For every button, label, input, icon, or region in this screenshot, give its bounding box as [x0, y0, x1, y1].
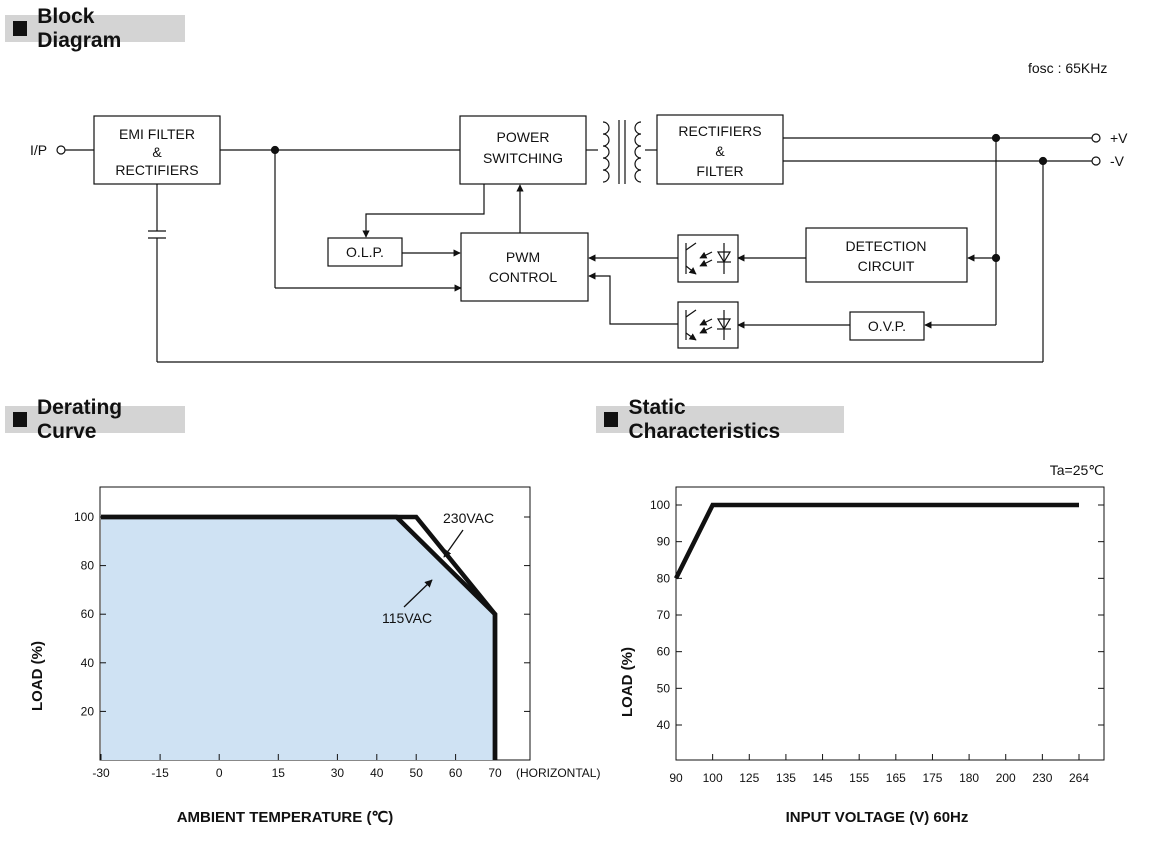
emi-line-1: EMI FILTER [119, 126, 195, 142]
power-line-1: POWER [497, 129, 550, 145]
pwm-control-box [460, 232, 589, 302]
y-tick-label: 50 [657, 681, 671, 695]
x-tick-label: -30 [92, 766, 110, 780]
block-diagram: fosc : 65KHz I/P EMI FILTER & RECTIFIERS… [30, 60, 1128, 363]
emi-line-2: & [152, 144, 162, 160]
detect-line-1: DETECTION [846, 238, 927, 254]
section-title-text: Static Characteristics [628, 395, 781, 443]
x-axis-label: AMBIENT TEMPERATURE (℃) [177, 809, 394, 826]
optocoupler-icon [677, 234, 739, 283]
static-plot-frame [675, 486, 1105, 761]
section-title-derating-curve: Derating Curve [5, 396, 185, 443]
y-tick-label: 40 [657, 718, 671, 732]
output-positive-terminal [1091, 133, 1101, 143]
fosc-label: fosc : 65KHz [1028, 60, 1107, 76]
output-positive-label: +V [1110, 130, 1128, 146]
input-terminal [56, 145, 66, 155]
x-tick-label: 264 [1069, 771, 1089, 785]
y-tick-label: 20 [81, 704, 95, 718]
x-tick-label: 200 [996, 771, 1016, 785]
ambient-note: Ta=25℃ [1050, 462, 1104, 478]
x-tick-label: 15 [272, 766, 286, 780]
y-tick-label: 100 [650, 498, 670, 512]
x-tick-label: 100 [703, 771, 723, 785]
y-tick-label: 80 [657, 571, 671, 585]
x-tick-label: 125 [739, 771, 759, 785]
ovp-label: O.V.P. [868, 318, 906, 334]
series-line-load [673, 502, 1079, 580]
pwm-line-2: CONTROL [489, 269, 558, 285]
x-tick-label: 165 [886, 771, 906, 785]
y-tick-label: 80 [81, 559, 95, 573]
transformer-icon [586, 120, 657, 184]
x-tick-label: 145 [813, 771, 833, 785]
ovp-box [849, 311, 925, 341]
y-axis-label: LOAD (%) [29, 641, 46, 711]
olp-label: O.L.P. [346, 244, 384, 260]
input-label: I/P [30, 142, 47, 158]
x-tick-label: 30 [331, 766, 345, 780]
x-tick-label: -15 [151, 766, 169, 780]
y-tick-label: 70 [657, 608, 671, 622]
x-tick-label: 90 [669, 771, 683, 785]
x-tick-label: 40 [370, 766, 384, 780]
x-tick-label: 155 [849, 771, 869, 785]
x-axis-label: INPUT VOLTAGE (V) 60Hz [786, 809, 969, 826]
annotation-230vac: 230VAC [443, 510, 494, 526]
y-tick-label: 40 [81, 656, 95, 670]
rect-line-3: FILTER [696, 163, 743, 179]
detection-circuit-box [805, 227, 968, 283]
x-tick-label: 70 [488, 766, 502, 780]
annotation-115vac: 115VAC [382, 610, 432, 626]
emi-filter-box [93, 115, 221, 185]
y-tick-label: 100 [74, 510, 94, 524]
y-axis-label: LOAD (%) [619, 647, 636, 717]
junction-dot [1038, 156, 1048, 166]
x-tick-label: 230 [1032, 771, 1052, 785]
section-title-block-diagram: Block Diagram [5, 5, 185, 52]
square-bullet-icon [13, 21, 28, 36]
derating-curve-chart: 20 40 60 80 100 -30 -15 0 15 30 40 50 60 70 (HORIZON… [29, 486, 600, 826]
section-title-static-characteristics: Static Characteristics [596, 396, 844, 443]
y-tick-label: 90 [657, 535, 671, 549]
y-tick-label: 60 [81, 607, 95, 621]
x-tick-label: 60 [449, 766, 463, 780]
x-tick-label: 50 [410, 766, 424, 780]
rectifiers-filter-box [656, 114, 784, 185]
optocoupler-icon [677, 301, 739, 349]
square-bullet-icon [604, 412, 619, 427]
rect-line-1: RECTIFIERS [678, 123, 761, 139]
square-bullet-icon [13, 412, 27, 427]
y-tick-label: 60 [657, 645, 671, 659]
power-line-2: SWITCHING [483, 150, 563, 166]
derating-safe-area [101, 517, 495, 760]
detect-line-2: CIRCUIT [858, 258, 915, 274]
series-line-115vac [101, 514, 498, 760]
pwm-line-1: PWM [506, 249, 540, 265]
rect-line-2: & [715, 143, 725, 159]
x-tick-label: 180 [959, 771, 979, 785]
olp-box [327, 237, 403, 267]
x-axis-suffix: (HORIZONTAL) [516, 766, 600, 780]
emi-line-3: RECTIFIERS [115, 162, 198, 178]
output-negative-terminal [1091, 156, 1101, 166]
section-title-text: Block Diagram [37, 4, 122, 52]
x-tick-label: 135 [776, 771, 796, 785]
static-characteristics-chart: 40 50 60 70 80 90 100 90 100 125 135 145 155 165 175 1… [619, 462, 1105, 826]
output-negative-label: -V [1110, 153, 1125, 169]
x-tick-label: 0 [216, 766, 223, 780]
x-tick-label: 175 [922, 771, 942, 785]
section-title-text: Derating Curve [36, 395, 123, 443]
